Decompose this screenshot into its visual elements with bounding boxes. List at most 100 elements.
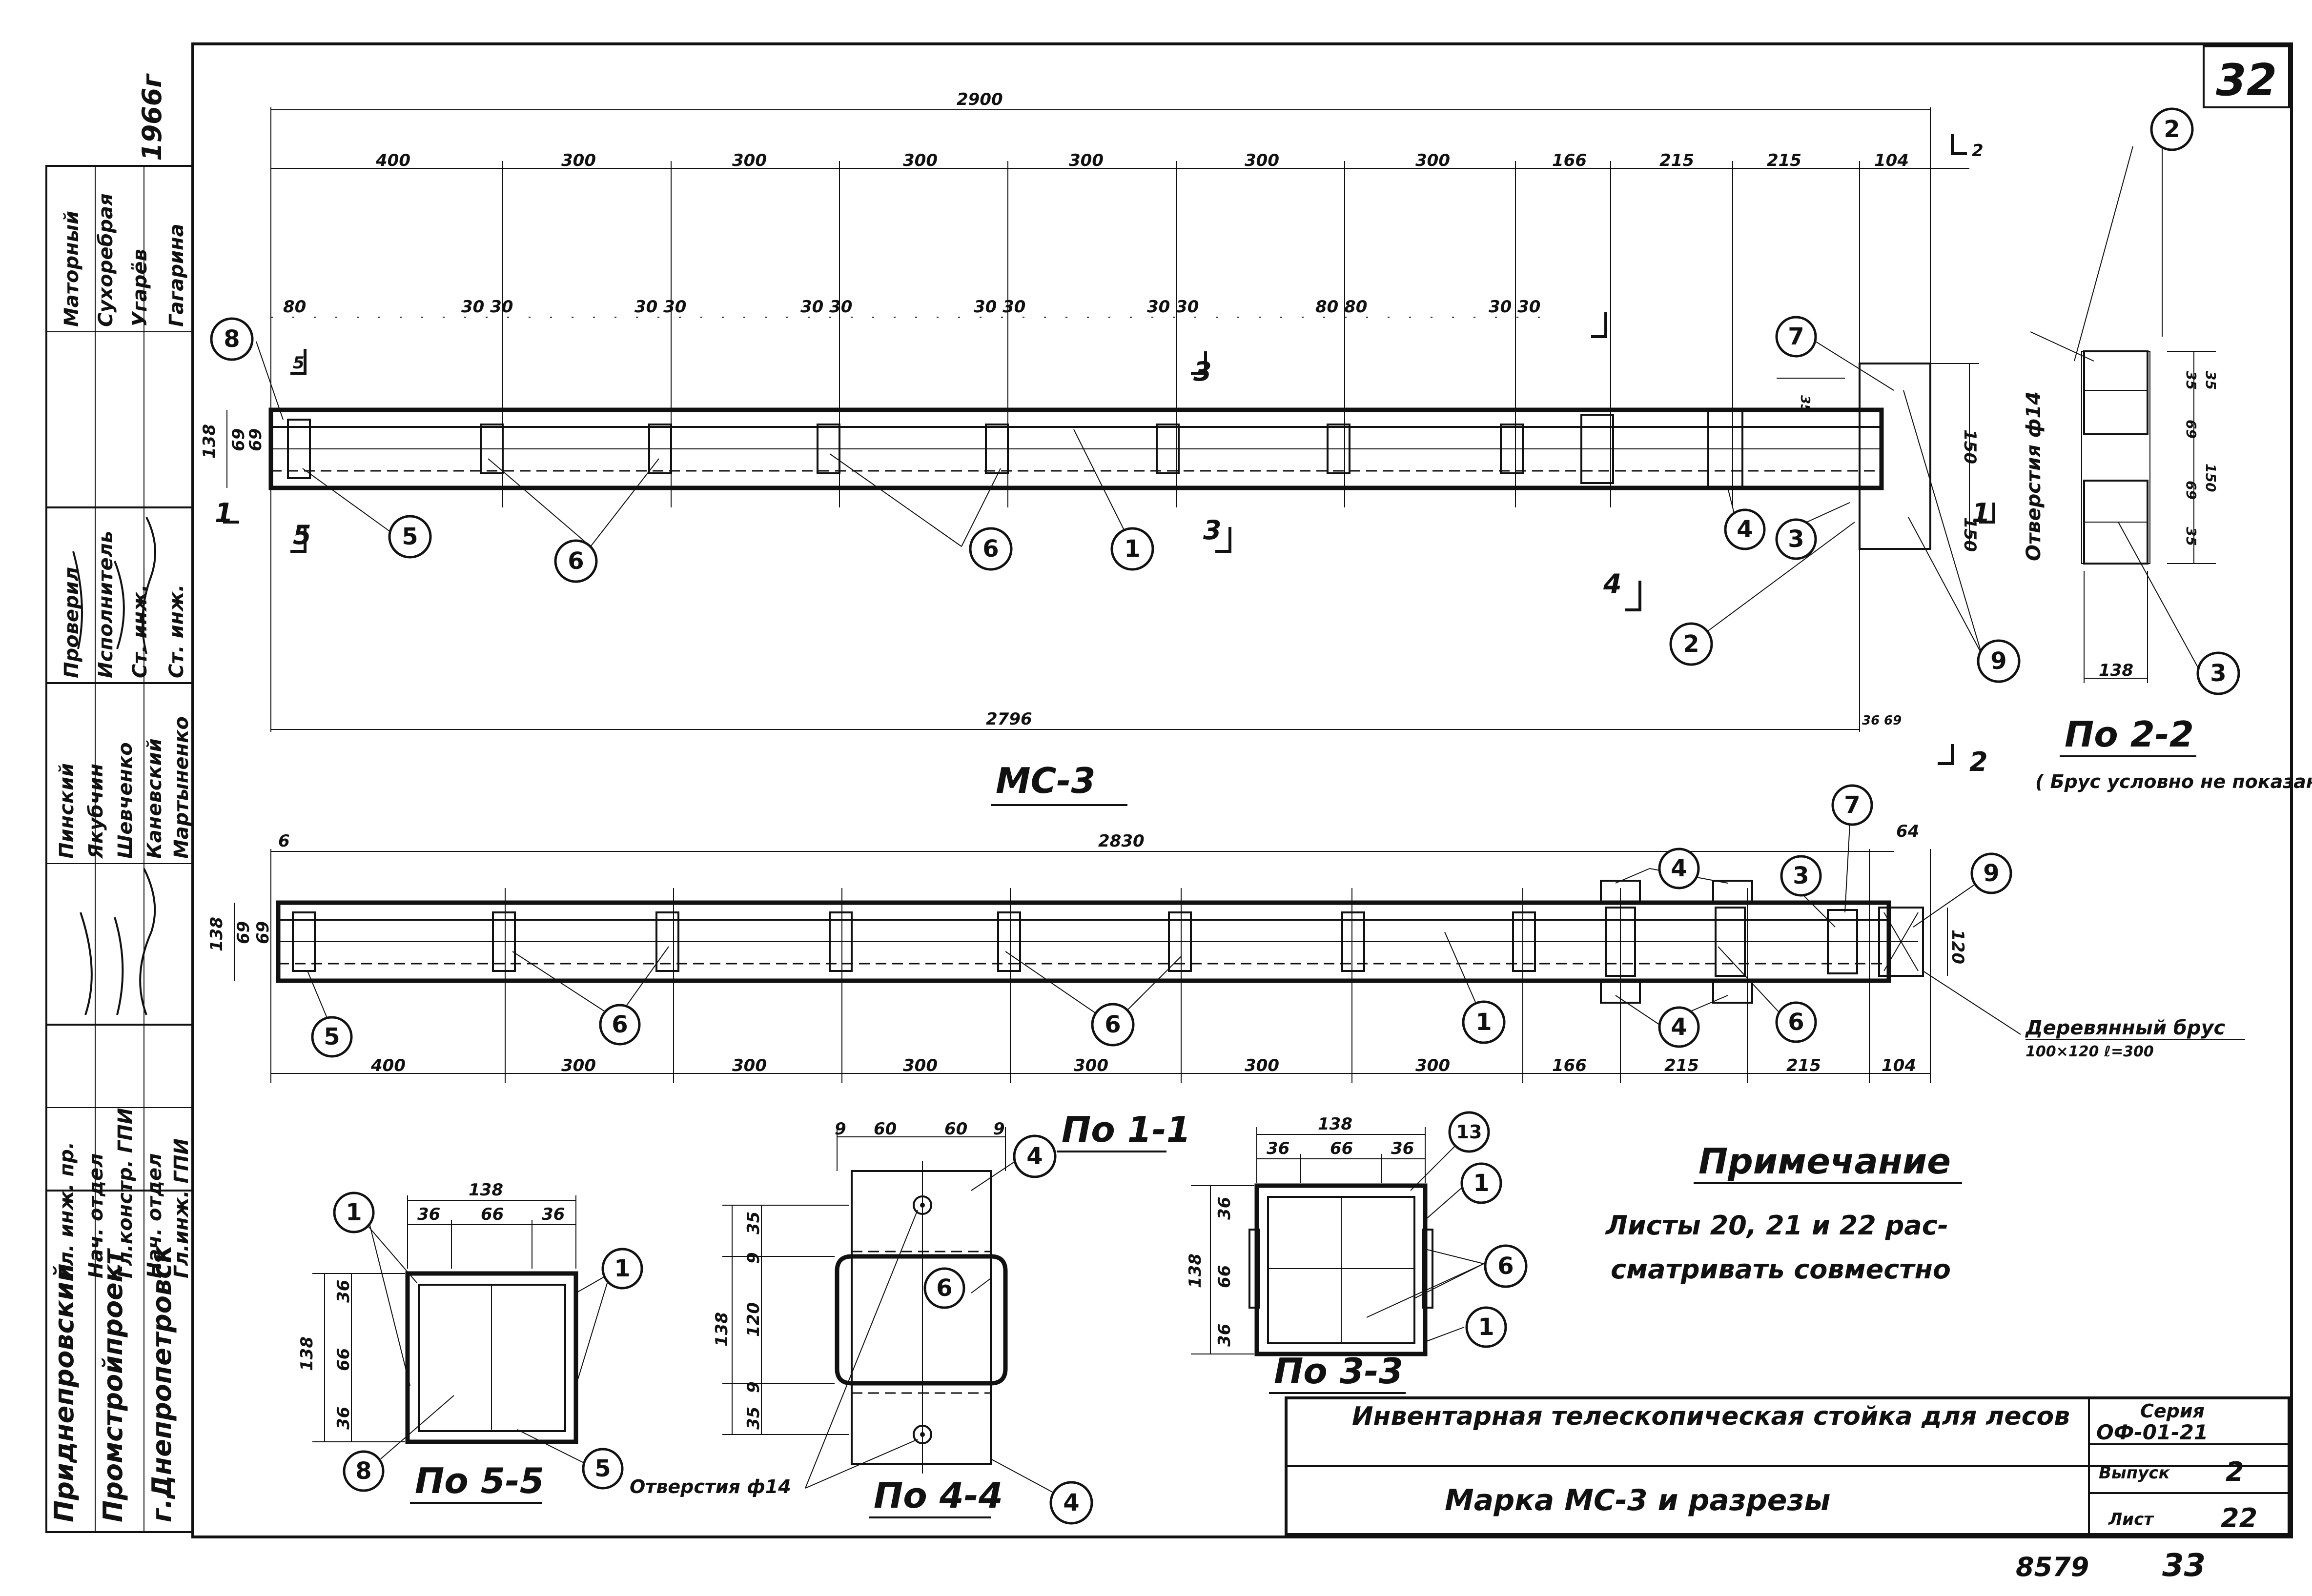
bottom-overall-dim: 2830	[1098, 831, 1145, 851]
subtitle-text: Марка МС-3 и разрезы	[1445, 1483, 1831, 1517]
cut-mark-4: 4	[1603, 568, 1622, 599]
top-side-dim-3: 69	[246, 428, 266, 451]
dimension-label: 138	[1186, 1253, 1205, 1288]
signature-squiggles	[72, 517, 156, 1015]
top-span-7: 300	[1415, 151, 1450, 170]
cut-mark-3b: 3	[1203, 515, 1222, 545]
dimension-label: 300	[561, 1056, 596, 1075]
dimension-label: 1	[1473, 1170, 1489, 1197]
dimension-label: 6	[1788, 1009, 1804, 1036]
dimension-label: 138	[207, 917, 226, 951]
series-value: ОФ-01-21	[2096, 1420, 2208, 1444]
cut-mark-2b: 2	[1969, 747, 1988, 777]
dimension-label: 6	[1497, 1253, 1514, 1280]
section-22-bottom-dim: 138	[2099, 661, 2133, 680]
series-label: Серия	[2140, 1400, 2205, 1422]
top-right-dim-1: 150	[1960, 429, 1980, 464]
dimension-label: 6	[612, 1011, 628, 1038]
dimension-label: 13	[1456, 1121, 1482, 1143]
stamp-role-8: Ст. инж.	[129, 585, 151, 678]
top-span-6: 300	[1245, 151, 1279, 170]
dimension-label: 300	[1245, 1056, 1279, 1075]
side-stamp: Гл. инж. пр. Нач. отдел Гл.констр. ГПИ Н…	[45, 165, 194, 1533]
issue-value: 2	[2226, 1456, 2244, 1487]
sheet-value: 22	[2221, 1503, 2257, 1534]
dimension-label: 69	[2183, 420, 2199, 439]
issue-label: Выпуск	[2099, 1463, 2170, 1483]
stamp-name-7: Сухоребрая	[95, 193, 117, 327]
top-span-8: 166	[1552, 151, 1587, 170]
dimension-label: 2	[1683, 630, 1699, 658]
top-span-5: 300	[1069, 151, 1104, 170]
section-22-hole: Отверстия ф14	[2023, 391, 2045, 561]
top-pair-2: 30 30	[461, 297, 513, 317]
top-span-2: 300	[561, 151, 596, 170]
bottom-right-offset: 64	[1896, 822, 1919, 841]
top-pair-7: 80 80	[1315, 297, 1367, 317]
dimension-label: 69	[234, 921, 253, 944]
section-33-label: По 3-3	[1274, 1351, 1403, 1392]
dimension-label: 9	[835, 1119, 846, 1139]
dimension-label: 138	[712, 1312, 732, 1347]
dimension-label: 6	[568, 547, 584, 575]
sheet-year: 1966г	[137, 73, 167, 161]
dimension-label: 6	[936, 1274, 952, 1302]
section-3-3: 138 36 66 36 138 36 66 36 13 1 6 1 По 3-…	[1186, 1111, 1528, 1394]
dimension-label: 9	[1983, 860, 1999, 887]
section-11-label: По 1-1	[1062, 1109, 1191, 1150]
dimension-label: 400	[370, 1056, 406, 1075]
dimension-label: 35	[2183, 527, 2199, 546]
sheet-number-box	[2203, 45, 2290, 108]
dimension-label: 35	[2203, 371, 2219, 390]
stamp-name-5: Мартыненко	[170, 716, 193, 859]
top-span-11: 104	[1874, 151, 1909, 170]
top-pair-1: 80	[283, 297, 306, 317]
cut-mark-1a: 1	[215, 498, 233, 528]
top-span-9: 215	[1659, 151, 1694, 170]
dimension-label: 36	[417, 1205, 440, 1224]
dimension-label: 1	[1478, 1313, 1494, 1341]
section-44-label: По 4-4	[874, 1475, 1003, 1516]
top-bottom-dim: 2796	[986, 709, 1032, 729]
stamp-name-6: Маторный	[61, 211, 83, 327]
section-22-note: ( Брус условно не показан ).	[2035, 771, 2312, 792]
dimension-label: 66	[481, 1205, 504, 1224]
top-small-dim: 35	[1798, 395, 1812, 413]
dimension-label: 4	[1737, 516, 1753, 543]
stamp-role-9: Ст. инж.	[165, 585, 188, 678]
sheet-number: 32	[2216, 55, 2277, 106]
dimension-label: 69	[253, 921, 273, 944]
dimension-label: 166	[1552, 1056, 1587, 1075]
top-span-3: 300	[732, 151, 767, 170]
stamp-role-7: Исполнитель	[95, 531, 117, 678]
dimension-label: 36	[334, 1280, 353, 1303]
dimension-label: 138	[469, 1180, 503, 1200]
stamp-name-2: Якубчин	[85, 764, 107, 859]
dimension-label: 36	[1267, 1139, 1289, 1158]
stamp-role-5: Гл.инж. ГПИ	[170, 1138, 193, 1278]
top-pair-8: 30 30	[1489, 297, 1540, 317]
dimension-label: 60	[874, 1119, 897, 1139]
dimension-label: 8	[355, 1457, 371, 1485]
top-span-4: 300	[903, 151, 938, 170]
section-22-callout-2: 2	[2164, 116, 2180, 143]
dimension-label: 5	[402, 523, 418, 550]
drawing-frame	[191, 42, 2293, 1538]
section-22-label: По 2-2	[2065, 714, 2194, 755]
dimension-label: 36	[334, 1407, 353, 1430]
dimension-label: 3	[1793, 862, 1809, 889]
dimension-label: 66	[1215, 1265, 1234, 1288]
section-44-hole: Отверстия ф14	[630, 1476, 791, 1497]
dimension-label: 36	[542, 1205, 565, 1224]
title-text: Инвентарная телескопическая стойка для л…	[1352, 1402, 2070, 1431]
stamp-org-3: г.Днепропетровск	[146, 1245, 177, 1522]
top-end-dim-1: 36	[1862, 713, 1880, 728]
dimension-label: 4	[1671, 1013, 1687, 1041]
cut-mark-3a: 3	[1193, 356, 1212, 387]
dimension-label: 104	[1882, 1056, 1916, 1075]
dimension-label: 215	[1786, 1056, 1821, 1075]
dimension-label: 7	[1844, 791, 1860, 819]
dimension-label: 5	[324, 1023, 340, 1051]
dimension-label: 300	[903, 1056, 938, 1075]
top-overall-dim: 2900	[957, 90, 1003, 109]
